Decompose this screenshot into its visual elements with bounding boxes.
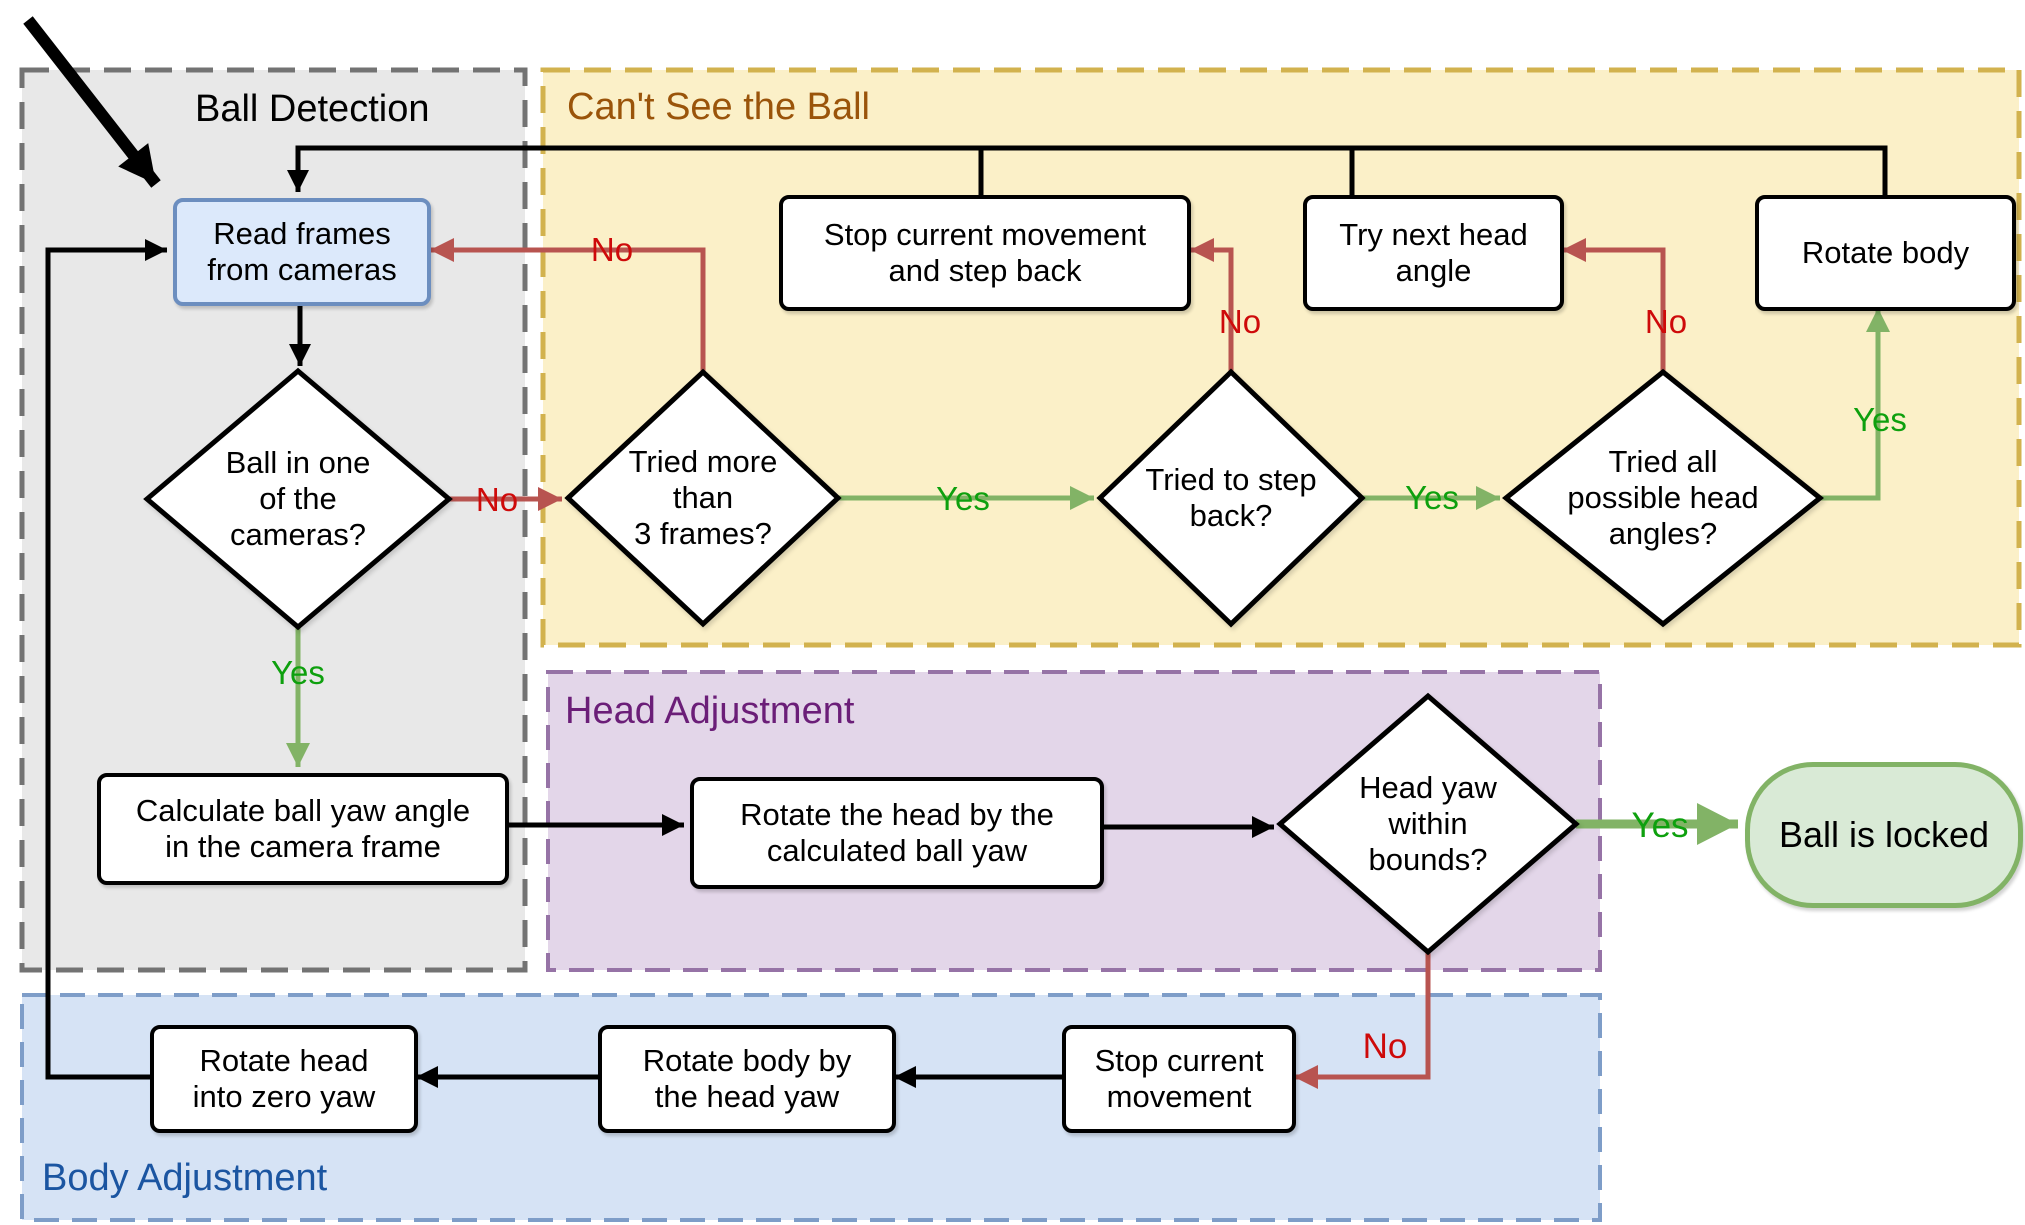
node-rotate-body: Rotate body xyxy=(1755,195,2016,311)
edge-no-triedall-to-trynext xyxy=(1562,238,1666,372)
node-rotate-body-by-head-yaw: Rotate body by the head yaw xyxy=(598,1025,896,1133)
edge-no-triedstep-to-stopmove xyxy=(1190,238,1234,372)
edge-label-yes-head-yaw: Yes xyxy=(1631,806,1689,845)
edge-no-triedframes-to-readframes xyxy=(430,238,706,372)
node-ball-is-locked: Ball is locked xyxy=(1745,762,2023,908)
node-stop-current-movement: Stop current movement xyxy=(1062,1025,1296,1133)
edge-label-no-tried-all: No xyxy=(1644,303,1688,340)
decision-diamonds xyxy=(143,367,1824,956)
edge-no-headyaw-to-stopcurrent xyxy=(1294,952,1431,1089)
diamond-tried-step-back xyxy=(1096,368,1366,628)
edge-label-no-ball-in-one: No xyxy=(475,481,519,518)
diamond-tried-frames xyxy=(564,368,842,628)
edge-label-no-head-yaw: No xyxy=(1362,1027,1408,1066)
diamond-ball-in-one xyxy=(143,367,453,631)
edge-label-no-tried-frames: No xyxy=(590,231,634,268)
edge-label-yes-tried-all: Yes xyxy=(1853,401,1907,438)
edge-yes-triedall-to-rotatebody xyxy=(1820,308,1890,501)
edge-return-bus xyxy=(287,145,1888,195)
edge-label-yes-ball-in-one: Yes xyxy=(271,654,325,691)
edges xyxy=(23,16,1890,1089)
node-rotate-head-by-yaw: Rotate the head by the calculated ball y… xyxy=(690,777,1104,889)
edge-label-no-tried-step: No xyxy=(1218,303,1262,340)
node-read-frames: Read frames from cameras xyxy=(173,198,431,306)
edge-rotateheadzero-loop-readframes xyxy=(45,239,167,1080)
edge-label-yes-tried-frames: Yes xyxy=(936,480,990,517)
edge-label-yes-tried-step: Yes xyxy=(1405,479,1459,516)
node-try-next-head-angle: Try next head angle xyxy=(1303,195,1564,311)
diamond-head-yaw-bounds xyxy=(1276,692,1580,956)
diamond-tried-all-angles xyxy=(1502,368,1824,628)
node-calculate-ball-yaw: Calculate ball yaw angle in the camera f… xyxy=(97,773,509,885)
node-rotate-head-zero-yaw: Rotate head into zero yaw xyxy=(150,1025,418,1133)
edge-entry-arrow xyxy=(23,16,161,188)
node-stop-movement-step-back: Stop current movement and step back xyxy=(779,195,1191,311)
